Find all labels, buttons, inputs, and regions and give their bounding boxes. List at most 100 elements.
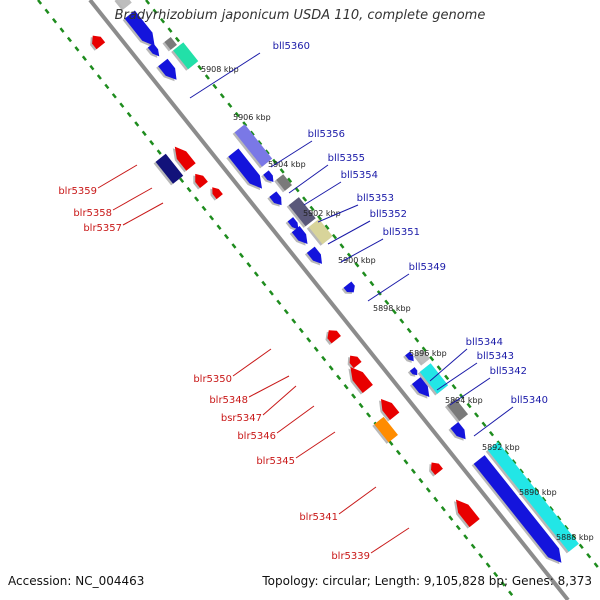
forward-gene-feature-26[interactable] xyxy=(448,422,470,444)
forward-gene-leader xyxy=(327,220,371,245)
forward-gene-feature-18[interactable] xyxy=(304,246,326,269)
forward-gene-leader xyxy=(473,406,514,437)
reverse-gene-feature-39[interactable] xyxy=(426,459,443,477)
reverse-gene-feature-31[interactable] xyxy=(168,143,196,173)
reverse-gene-label[interactable]: blr5346 xyxy=(237,431,276,442)
forward-gene-label[interactable]: bll5354 xyxy=(341,170,378,181)
reverse-gene-leader xyxy=(370,527,410,554)
forward-gene-leader xyxy=(303,181,342,206)
reverse-gene-feature-32[interactable] xyxy=(189,171,208,190)
forward-gene-feature-23[interactable] xyxy=(417,363,449,396)
forward-gene-label[interactable]: bll5351 xyxy=(383,227,420,238)
accession-label: Accession: NC_004463 xyxy=(8,574,145,588)
kbp-marker-label: 5894 kbp xyxy=(445,396,483,405)
forward-gene-leader xyxy=(189,52,261,99)
forward-gene-feature-10[interactable] xyxy=(226,148,267,195)
forward-gene-feature-28[interactable] xyxy=(485,442,579,554)
reverse-gene-feature-34[interactable] xyxy=(322,327,341,345)
forward-gene-label[interactable]: bll5360 xyxy=(273,41,310,52)
forward-gene-feature-6[interactable] xyxy=(162,36,177,52)
forward-gene-feature-24[interactable] xyxy=(410,377,434,402)
forward-gene-feature-9[interactable] xyxy=(232,124,273,169)
reverse-gene-leader xyxy=(248,375,290,398)
reverse-gene-label[interactable]: blr5345 xyxy=(256,456,295,467)
reverse-gene-leader xyxy=(122,202,164,226)
forward-gene-label[interactable]: bll5340 xyxy=(511,395,548,406)
forward-gene-leader xyxy=(367,273,410,302)
reverse-gene-label[interactable]: blr5350 xyxy=(193,374,232,385)
forward-gene-feature-1[interactable] xyxy=(114,0,132,11)
inner-dotted-guide xyxy=(37,0,517,600)
forward-gene-feature-12[interactable] xyxy=(274,174,292,193)
reverse-gene-feature-33[interactable] xyxy=(207,185,223,201)
reverse-gene-feature-38[interactable] xyxy=(372,416,398,444)
reverse-gene-leader xyxy=(295,431,336,459)
genome-title: Bradyrhizobium japonicum USDA 110, compl… xyxy=(114,8,486,23)
reverse-gene-feature-36[interactable] xyxy=(343,363,373,395)
reverse-gene-label[interactable]: blr5358 xyxy=(73,208,112,219)
reverse-gene-leader xyxy=(97,164,138,189)
reverse-gene-leader xyxy=(338,486,377,515)
outer-dotted-guide xyxy=(145,0,600,572)
kbp-marker-label: 5902 kbp xyxy=(303,209,341,218)
kbp-marker-label: 5898 kbp xyxy=(373,304,411,313)
topology-label: Topology: circular; Length: 9,105,828 bp… xyxy=(262,574,592,588)
forward-gene-feature-8[interactable] xyxy=(156,58,181,85)
reverse-gene-feature-40[interactable] xyxy=(449,496,480,529)
forward-gene-feature-4[interactable] xyxy=(122,10,160,52)
kbp-marker-label: 5892 kbp xyxy=(482,443,520,452)
forward-gene-label[interactable]: bll5355 xyxy=(328,153,365,164)
forward-gene-feature-5[interactable] xyxy=(145,43,162,60)
forward-gene-feature-22[interactable] xyxy=(407,367,420,379)
forward-gene-label[interactable]: bll5343 xyxy=(477,351,514,362)
forward-gene-label[interactable]: bll5353 xyxy=(357,193,394,204)
reverse-gene-label[interactable]: blr5339 xyxy=(331,551,370,562)
forward-gene-label[interactable]: bll5344 xyxy=(466,337,503,348)
reverse-gene-label[interactable]: blr5357 xyxy=(83,223,122,234)
forward-gene-label[interactable]: bll5342 xyxy=(490,366,527,377)
forward-gene-feature-11[interactable] xyxy=(261,170,276,185)
reverse-gene-label[interactable]: blr5348 xyxy=(209,395,248,406)
forward-gene-feature-15[interactable] xyxy=(285,217,302,233)
reverse-gene-feature-37[interactable] xyxy=(374,395,400,422)
reverse-gene-leader xyxy=(232,348,272,377)
forward-gene-leader xyxy=(436,362,478,391)
kbp-marker-label: 5896 kbp xyxy=(409,349,447,358)
kbp-marker-label: 5888 kbp xyxy=(556,533,594,542)
kbp-marker-label: 5906 kbp xyxy=(233,113,271,122)
kbp-marker-label: 5904 kbp xyxy=(268,160,306,169)
forward-gene-label[interactable]: bll5352 xyxy=(370,209,407,220)
reverse-gene-leader xyxy=(112,187,153,211)
sequence-backbone xyxy=(88,0,570,600)
forward-gene-leader xyxy=(288,164,329,194)
forward-gene-feature-21[interactable] xyxy=(413,349,431,366)
reverse-gene-feature-35[interactable] xyxy=(344,352,362,370)
forward-gene-feature-17[interactable] xyxy=(306,218,333,246)
forward-gene-feature-27[interactable] xyxy=(471,455,567,569)
forward-gene-feature-14[interactable] xyxy=(286,197,316,228)
reverse-gene-label[interactable]: bsr5347 xyxy=(221,413,262,424)
reverse-gene-leader xyxy=(276,405,315,434)
forward-gene-leader xyxy=(317,204,359,223)
reverse-gene-leader xyxy=(262,385,297,416)
forward-gene-leader xyxy=(449,377,491,406)
forward-gene-feature-25[interactable] xyxy=(445,398,469,423)
forward-gene-feature-16[interactable] xyxy=(289,226,312,249)
kbp-marker-label: 5900 kbp xyxy=(338,256,376,265)
forward-gene-feature-19[interactable] xyxy=(341,281,358,297)
forward-gene-feature-7[interactable] xyxy=(171,42,199,71)
forward-gene-leader xyxy=(429,348,468,382)
forward-gene-label[interactable]: bll5356 xyxy=(308,129,345,140)
forward-gene-feature-13[interactable] xyxy=(267,191,285,209)
forward-gene-leader xyxy=(340,238,384,263)
kbp-marker-label: 5890 kbp xyxy=(519,488,557,497)
reverse-gene-label[interactable]: blr5359 xyxy=(58,186,97,197)
kbp-marker-label: 5908 kbp xyxy=(201,65,239,74)
reverse-gene-label[interactable]: blr5341 xyxy=(299,512,338,523)
reverse-gene-feature-30[interactable] xyxy=(153,153,184,186)
reverse-gene-feature-29[interactable] xyxy=(86,32,106,51)
forward-gene-feature-20[interactable] xyxy=(403,351,416,365)
forward-gene-label[interactable]: bll5349 xyxy=(409,262,446,273)
